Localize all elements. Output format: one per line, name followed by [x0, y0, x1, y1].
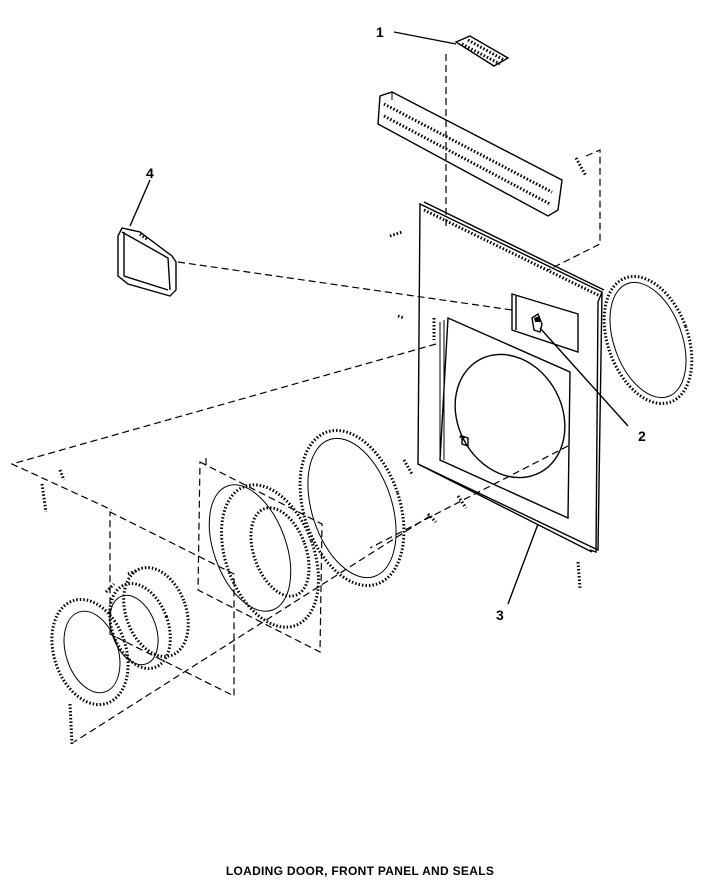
- guide-line-bottom: [73, 515, 431, 743]
- door-window-assembly: [104, 566, 190, 670]
- bolt-bottom-left: [68, 703, 74, 745]
- callout-1: 1: [376, 24, 384, 40]
- top-rail-bracket: [377, 91, 563, 217]
- part-4-hinge-cover: [117, 227, 177, 297]
- diagram-caption: LOADING DOOR, FRONT PANEL AND SEALS: [225, 864, 495, 878]
- door-seal-ring: [298, 428, 406, 588]
- door-gasket-ring: [602, 274, 694, 406]
- callout-2: 2: [638, 428, 646, 444]
- leader-2: [539, 327, 629, 427]
- mounting-plate: [197, 458, 323, 653]
- drum-flange: [208, 483, 320, 629]
- outer-front-frame: [109, 511, 235, 697]
- callout-4: 4: [146, 165, 154, 181]
- screw-rail-right: [574, 157, 588, 177]
- door-outer-ring: [50, 597, 130, 707]
- leader-3: [507, 523, 539, 605]
- leader-4: [129, 179, 151, 227]
- guide-line-rail-right: [547, 149, 601, 271]
- part-1-clip: [454, 35, 510, 67]
- part-2-latch: [531, 312, 543, 333]
- guide-line-lower: [369, 445, 569, 549]
- guide-line-cover-to-panel: [177, 261, 513, 311]
- part-3-front-panel: [417, 201, 605, 553]
- leader-1: [393, 31, 457, 45]
- screw-far-left-2: [58, 469, 66, 481]
- callout-3: 3: [496, 607, 504, 623]
- panel-screws: [397, 314, 582, 589]
- screw-far-left: [40, 483, 48, 513]
- guide-line-far-left: [10, 343, 437, 511]
- screw-left-top: [389, 230, 403, 238]
